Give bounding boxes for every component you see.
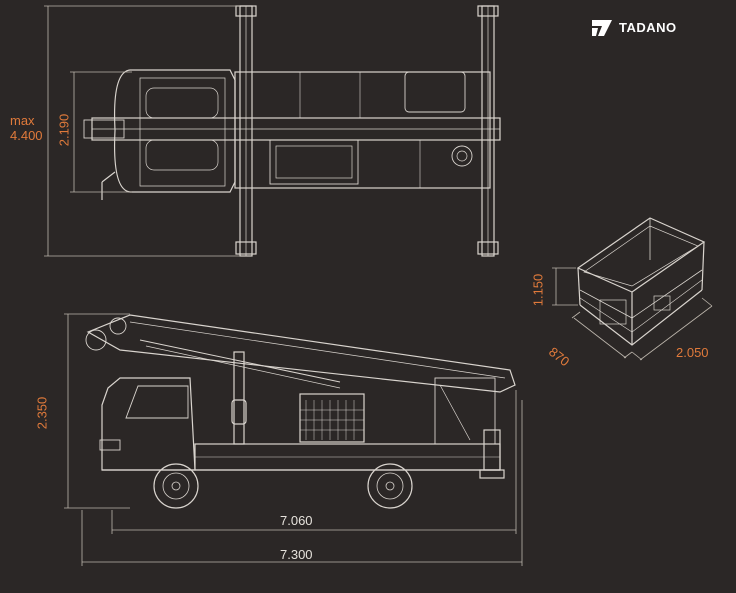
side-height-dimension: 2.350 [34, 396, 50, 430]
brand-name: TADANO [619, 19, 677, 35]
brand-logo: TADANO [619, 17, 677, 37]
length-7300-dimension: 7.300 [280, 547, 313, 562]
top-width-dimension: 2.190 [56, 113, 72, 147]
basket-width-dimension: 2.050 [676, 345, 709, 360]
side-cab [101, 377, 196, 471]
side-boom [86, 314, 516, 393]
side-view-truck [85, 314, 516, 509]
side-turret [434, 377, 496, 445]
basket-height-dimension: 1.150 [530, 273, 546, 307]
max-width-label: max [10, 113, 35, 128]
top-cab [113, 69, 236, 193]
top-view-truck [83, 5, 501, 257]
side-basket [299, 393, 365, 443]
rear-wheel [367, 463, 413, 509]
tadano-logo-icon [592, 20, 612, 36]
top-deck [234, 71, 491, 189]
length-7060-dimension: 7.060 [280, 513, 313, 528]
max-width-value: 4.400 [10, 128, 43, 143]
basket-bottom [579, 289, 703, 346]
basket-iso [576, 217, 706, 346]
front-wheel [153, 463, 199, 509]
dimension-lines [44, 5, 713, 566]
